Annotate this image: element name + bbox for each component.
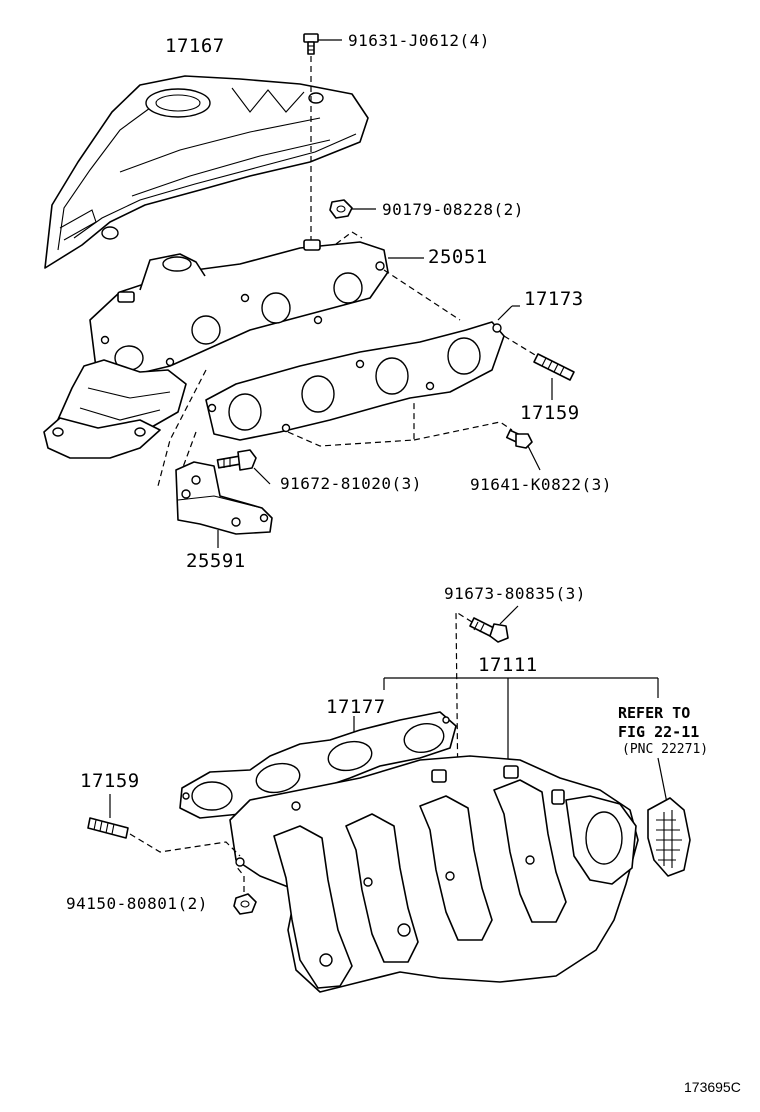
label-90179-08228: 90179-08228(2) — [382, 200, 524, 219]
throttle-gasket-22271 — [647, 797, 691, 877]
reference-note: REFER TO FIG 22-11 (PNC 22271) — [618, 704, 708, 758]
intake-manifold-17111 — [229, 755, 639, 993]
bolt-91673-icon — [469, 617, 509, 643]
label-25591: 25591 — [186, 550, 246, 572]
label-94150-80801: 94150-80801(2) — [66, 894, 208, 913]
label-17177: 17177 — [326, 696, 386, 718]
gasket-17173 — [205, 321, 505, 441]
exhaust-manifold-25051 — [43, 239, 389, 459]
label-17159-bottom: 17159 — [80, 770, 140, 792]
reference-note-line-1: REFER TO — [618, 704, 691, 722]
label-17173: 17173 — [524, 288, 584, 310]
reference-note-line-3: (PNC 22271) — [622, 741, 709, 757]
bolt-91641-icon — [505, 429, 533, 449]
label-91631-J0612: 91631-J0612(4) — [348, 31, 490, 50]
label-25051: 25051 — [428, 246, 488, 268]
label-17159-top: 17159 — [520, 402, 580, 424]
nut-94150-icon — [233, 893, 257, 915]
nut-90179-icon — [329, 199, 353, 219]
label-17111: 17111 — [478, 654, 538, 676]
gasket-17177 — [179, 711, 457, 819]
reference-note-line-2: FIG 22-11 — [618, 722, 700, 741]
stud-17159-top-icon — [533, 353, 575, 381]
bolt-91631-icon — [303, 33, 319, 55]
label-91673-80835: 91673-80835(3) — [444, 584, 586, 603]
label-91672-81020: 91672-81020(3) — [280, 474, 422, 493]
label-17167: 17167 — [165, 35, 225, 57]
bracket-25591 — [175, 461, 273, 535]
figure-code: 173695C — [684, 1079, 741, 1095]
stud-17159-bottom-icon — [87, 817, 129, 839]
heat-insulator-17167 — [44, 75, 369, 269]
label-91641-K0822: 91641-K0822(3) — [470, 475, 612, 494]
bolt-91672-icon — [216, 449, 257, 471]
